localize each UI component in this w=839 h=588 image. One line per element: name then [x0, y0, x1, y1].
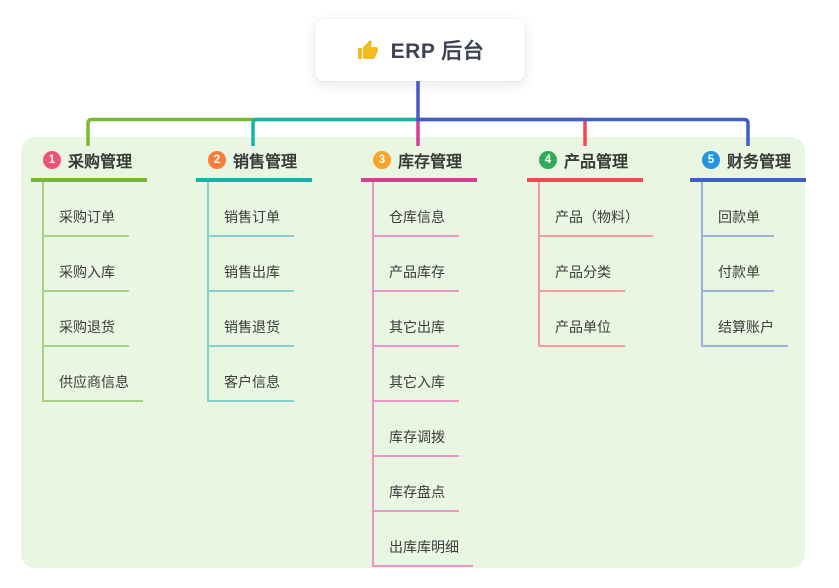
child-item[interactable]: 供应商信息	[44, 347, 143, 402]
child-item[interactable]: 仓库信息	[374, 182, 459, 237]
branch: 2 销售管理 销售订单 销售出库 销售退货 客户信息	[196, 148, 312, 402]
child-label: 产品（物料）	[555, 209, 639, 225]
child-label: 产品库存	[389, 264, 445, 280]
branch-children: 产品（物料） 产品分类 产品单位	[538, 182, 653, 347]
child-item[interactable]: 产品库存	[374, 237, 459, 292]
child-item[interactable]: 销售订单	[209, 182, 294, 237]
child-label: 出库库明细	[389, 539, 459, 555]
child-item[interactable]: 库存调拨	[374, 402, 459, 457]
branch-header[interactable]: 2 销售管理	[196, 148, 312, 182]
child-label: 付款单	[718, 264, 760, 280]
branch-badge: 5	[702, 151, 720, 169]
branch-badge: 3	[373, 151, 391, 169]
branch-title: 库存管理	[398, 154, 463, 171]
child-item[interactable]: 采购入库	[44, 237, 129, 292]
root-node[interactable]: ERP 后台	[315, 19, 525, 81]
branch-children: 仓库信息 产品库存 其它出库 其它入库 库存调拨 库存盘点 出库库明细	[372, 182, 473, 567]
branch: 1 采购管理 采购订单 采购入库 采购退货 供应商信息	[31, 148, 147, 402]
child-item[interactable]: 客户信息	[209, 347, 294, 402]
child-item[interactable]: 出库库明细	[374, 512, 473, 567]
child-label: 采购订单	[59, 209, 115, 225]
child-item[interactable]: 销售出库	[209, 237, 294, 292]
branches-background-panel	[21, 137, 805, 568]
child-item[interactable]: 产品（物料）	[540, 182, 653, 237]
child-item[interactable]: 其它出库	[374, 292, 459, 347]
child-item[interactable]: 结算账户	[703, 292, 788, 347]
child-label: 采购退货	[59, 319, 115, 335]
branch-header[interactable]: 1 采购管理	[31, 148, 147, 182]
child-item[interactable]: 其它入库	[374, 347, 459, 402]
thumbs-up-icon	[357, 40, 378, 59]
child-item[interactable]: 付款单	[703, 237, 774, 292]
child-label: 销售退货	[224, 319, 280, 335]
branch-children: 回款单 付款单 结算账户	[701, 182, 788, 347]
branch-badge: 2	[208, 151, 226, 169]
child-label: 销售订单	[224, 209, 280, 225]
child-label: 其它入库	[389, 374, 445, 390]
child-label: 结算账户	[718, 319, 774, 335]
branch: 5 财务管理 回款单 付款单 结算账户	[690, 148, 806, 347]
branch-header[interactable]: 4 产品管理	[527, 148, 643, 182]
branch-title: 采购管理	[68, 154, 133, 171]
child-item[interactable]: 库存盘点	[374, 457, 459, 512]
child-label: 回款单	[718, 209, 760, 225]
child-item[interactable]: 销售退货	[209, 292, 294, 347]
child-label: 库存盘点	[389, 484, 445, 500]
child-item[interactable]: 产品单位	[540, 292, 625, 347]
root-title: ERP 后台	[390, 40, 485, 63]
branch-children: 采购订单 采购入库 采购退货 供应商信息	[42, 182, 143, 402]
branch-children: 销售订单 销售出库 销售退货 客户信息	[207, 182, 294, 402]
child-label: 采购入库	[59, 264, 115, 280]
child-label: 仓库信息	[389, 209, 445, 225]
branch: 4 产品管理 产品（物料） 产品分类 产品单位	[527, 148, 653, 347]
child-label: 产品分类	[555, 264, 611, 280]
child-label: 其它出库	[389, 319, 445, 335]
child-label: 库存调拨	[389, 429, 445, 445]
branch-title: 产品管理	[564, 154, 629, 171]
branch-header[interactable]: 5 财务管理	[690, 148, 806, 182]
child-label: 产品单位	[555, 319, 611, 335]
child-label: 客户信息	[224, 374, 280, 390]
branch-badge: 1	[43, 151, 61, 169]
branch: 3 库存管理 仓库信息 产品库存 其它出库 其它入库 库存调拨 库存盘点 出库库…	[361, 148, 477, 567]
child-item[interactable]: 采购订单	[44, 182, 129, 237]
branch-title: 财务管理	[727, 154, 792, 171]
branch-title: 销售管理	[233, 154, 298, 171]
branch-badge: 4	[539, 151, 557, 169]
child-label: 供应商信息	[59, 374, 129, 390]
child-item[interactable]: 产品分类	[540, 237, 625, 292]
child-label: 销售出库	[224, 264, 280, 280]
child-item[interactable]: 采购退货	[44, 292, 129, 347]
child-item[interactable]: 回款单	[703, 182, 774, 237]
branch-header[interactable]: 3 库存管理	[361, 148, 477, 182]
